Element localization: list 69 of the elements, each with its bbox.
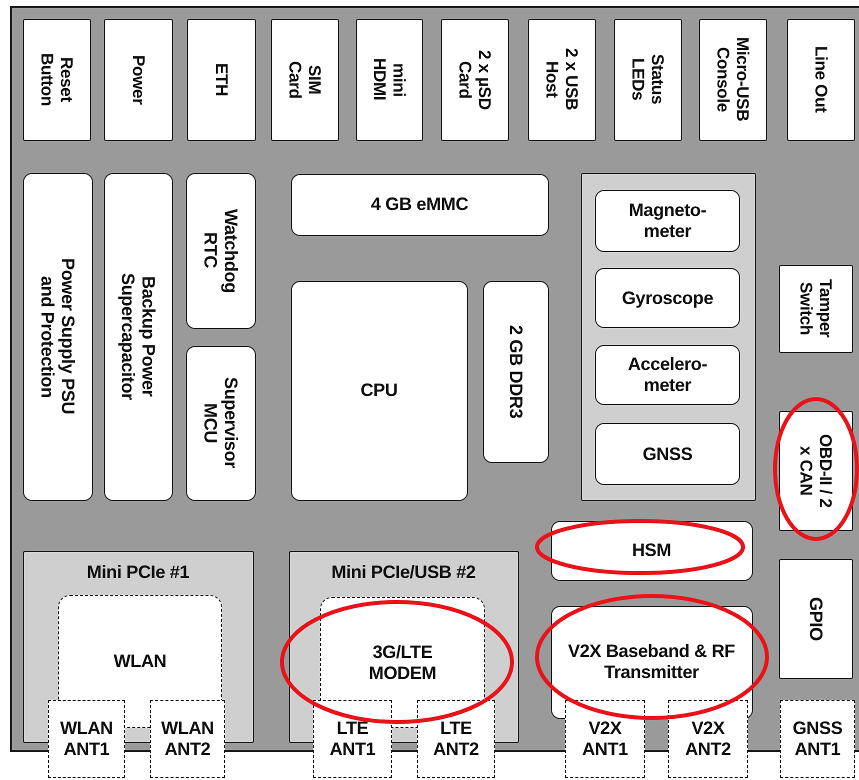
node-label: WLAN ANT1 — [59, 718, 114, 760]
component-box — [290, 174, 548, 236]
component-box — [104, 172, 172, 500]
node-label: GNSS — [642, 444, 692, 464]
node-label: Gyroscope — [622, 288, 714, 308]
module-panel — [580, 172, 756, 500]
component-box — [595, 345, 740, 405]
module-heading: Mini PCIe #1 — [86, 562, 190, 582]
node-label: OBD-II / 2 x CAN — [796, 432, 836, 510]
node-label: 2 GB DDR3 — [505, 324, 526, 418]
connector-box — [104, 18, 172, 140]
node-label: WLAN ANT2 — [160, 718, 215, 760]
node-label: V2X ANT2 — [684, 718, 732, 760]
component-box — [186, 346, 256, 500]
connector-box — [186, 18, 256, 140]
node-label: 3G/LTE MODEM — [368, 642, 438, 684]
node-label: Accelero-meter — [626, 354, 708, 396]
antenna-box — [668, 700, 748, 778]
connector-box — [778, 264, 852, 352]
connector-box — [786, 18, 854, 140]
antenna-box — [313, 700, 392, 778]
node-label: Power Supply PSU and Protection — [36, 257, 78, 417]
component-box — [186, 172, 256, 328]
node-label: Backup Power Supercapacitor — [117, 272, 159, 402]
node-label: HSM — [632, 540, 672, 561]
node-label: Status LEDs — [628, 53, 668, 107]
node-label: SIM Card — [284, 60, 324, 100]
component-box — [482, 280, 548, 462]
module-heading: Mini PCIe/USB #2 — [331, 562, 476, 582]
node-label: GNSS ANT1 — [792, 718, 844, 760]
node-label: 2 x USB Host — [542, 47, 582, 113]
node-label: CPU — [360, 380, 398, 401]
node-label: 4 GB eMMC — [370, 194, 468, 215]
connector-box — [270, 18, 338, 140]
node-label: 2 x µSD Card — [454, 48, 494, 112]
antenna-box — [48, 700, 125, 778]
component-box — [595, 423, 740, 485]
node-label: Supervisor MCU — [200, 376, 242, 471]
node-label: Reset Button — [36, 52, 76, 108]
node-label: Micro-USB Console — [712, 36, 752, 124]
component-box — [290, 280, 468, 500]
connector-box — [614, 18, 682, 140]
connector-box — [528, 18, 596, 140]
antenna-box — [780, 700, 855, 778]
node-label: LTE ANT1 — [328, 718, 376, 760]
node-label: V2X Baseband & RF Transmitter — [567, 641, 736, 683]
connector-box — [778, 558, 852, 678]
connector-box — [440, 18, 508, 140]
node-label: Watchdog RTC — [200, 208, 242, 294]
node-label: Magneto-meter — [628, 200, 708, 242]
node-label: ETH — [211, 62, 231, 96]
component-box — [595, 190, 740, 252]
connector-box — [356, 18, 422, 140]
node-label: GPIO — [805, 596, 826, 640]
antenna-box — [565, 700, 645, 778]
connector-box — [698, 18, 766, 140]
node-label: mini HDMI — [369, 57, 409, 103]
antenna-box — [150, 700, 225, 778]
node-label: V2X ANT1 — [581, 718, 629, 760]
antenna-box — [417, 700, 495, 778]
node-label: Power — [128, 54, 148, 104]
component-box — [22, 172, 92, 500]
connector-box — [22, 18, 90, 140]
component-box — [595, 268, 740, 328]
connector-box — [778, 410, 852, 530]
node-label: WLAN — [114, 651, 166, 672]
node-label: Tamper Switch — [796, 278, 836, 340]
node-label: LTE ANT2 — [432, 718, 480, 760]
node-label: Line Out — [810, 46, 830, 113]
